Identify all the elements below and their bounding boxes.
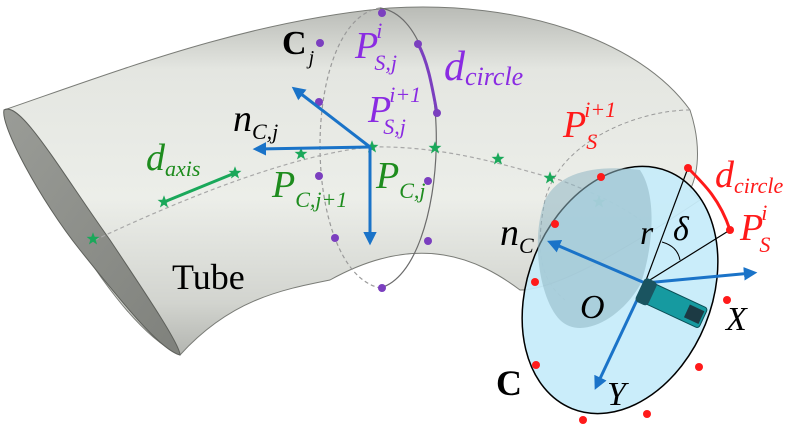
- n-c-label: nC: [500, 212, 534, 258]
- sample-points-purple: [315, 9, 441, 292]
- x-axis-arrow: [644, 267, 758, 285]
- p-cj1-label: PC,j+1: [271, 164, 347, 212]
- y-axis-label: Y: [607, 376, 629, 413]
- sensor-camera-icon: [635, 278, 708, 328]
- d-axis-label: daxis: [146, 137, 200, 181]
- d-axis-segment: [163, 171, 236, 204]
- d-circle-arc-purple: [416, 43, 439, 114]
- tube-shadow-on-disc: [537, 168, 652, 328]
- delta-angle-arc: [661, 241, 681, 261]
- delta-label: δ: [673, 211, 690, 248]
- tube-label: Tube: [172, 257, 245, 297]
- normal-arrow-nc: [547, 239, 646, 285]
- p-cj-label: PC,j: [375, 155, 426, 203]
- cj-frame-arrows: [252, 86, 377, 246]
- normal-arrow-ncj: [252, 142, 371, 156]
- n-cj-label: nC,j: [233, 98, 278, 144]
- sample-points-red: [531, 164, 734, 424]
- c-cross-section: [521, 164, 758, 424]
- d-circle-red-label: dcircle: [715, 154, 783, 198]
- tangent-arrow-up: [291, 86, 371, 149]
- x-axis-label: X: [724, 301, 748, 338]
- c-section-hidden-outline: [539, 109, 691, 301]
- tube-open-end: [3, 108, 181, 356]
- origin-label: O: [580, 289, 605, 326]
- d-circle-arc-red: [686, 166, 732, 231]
- d-circle-purple-label: dcircle: [444, 44, 523, 91]
- c-label: C: [496, 363, 522, 403]
- r-label: r: [640, 215, 654, 252]
